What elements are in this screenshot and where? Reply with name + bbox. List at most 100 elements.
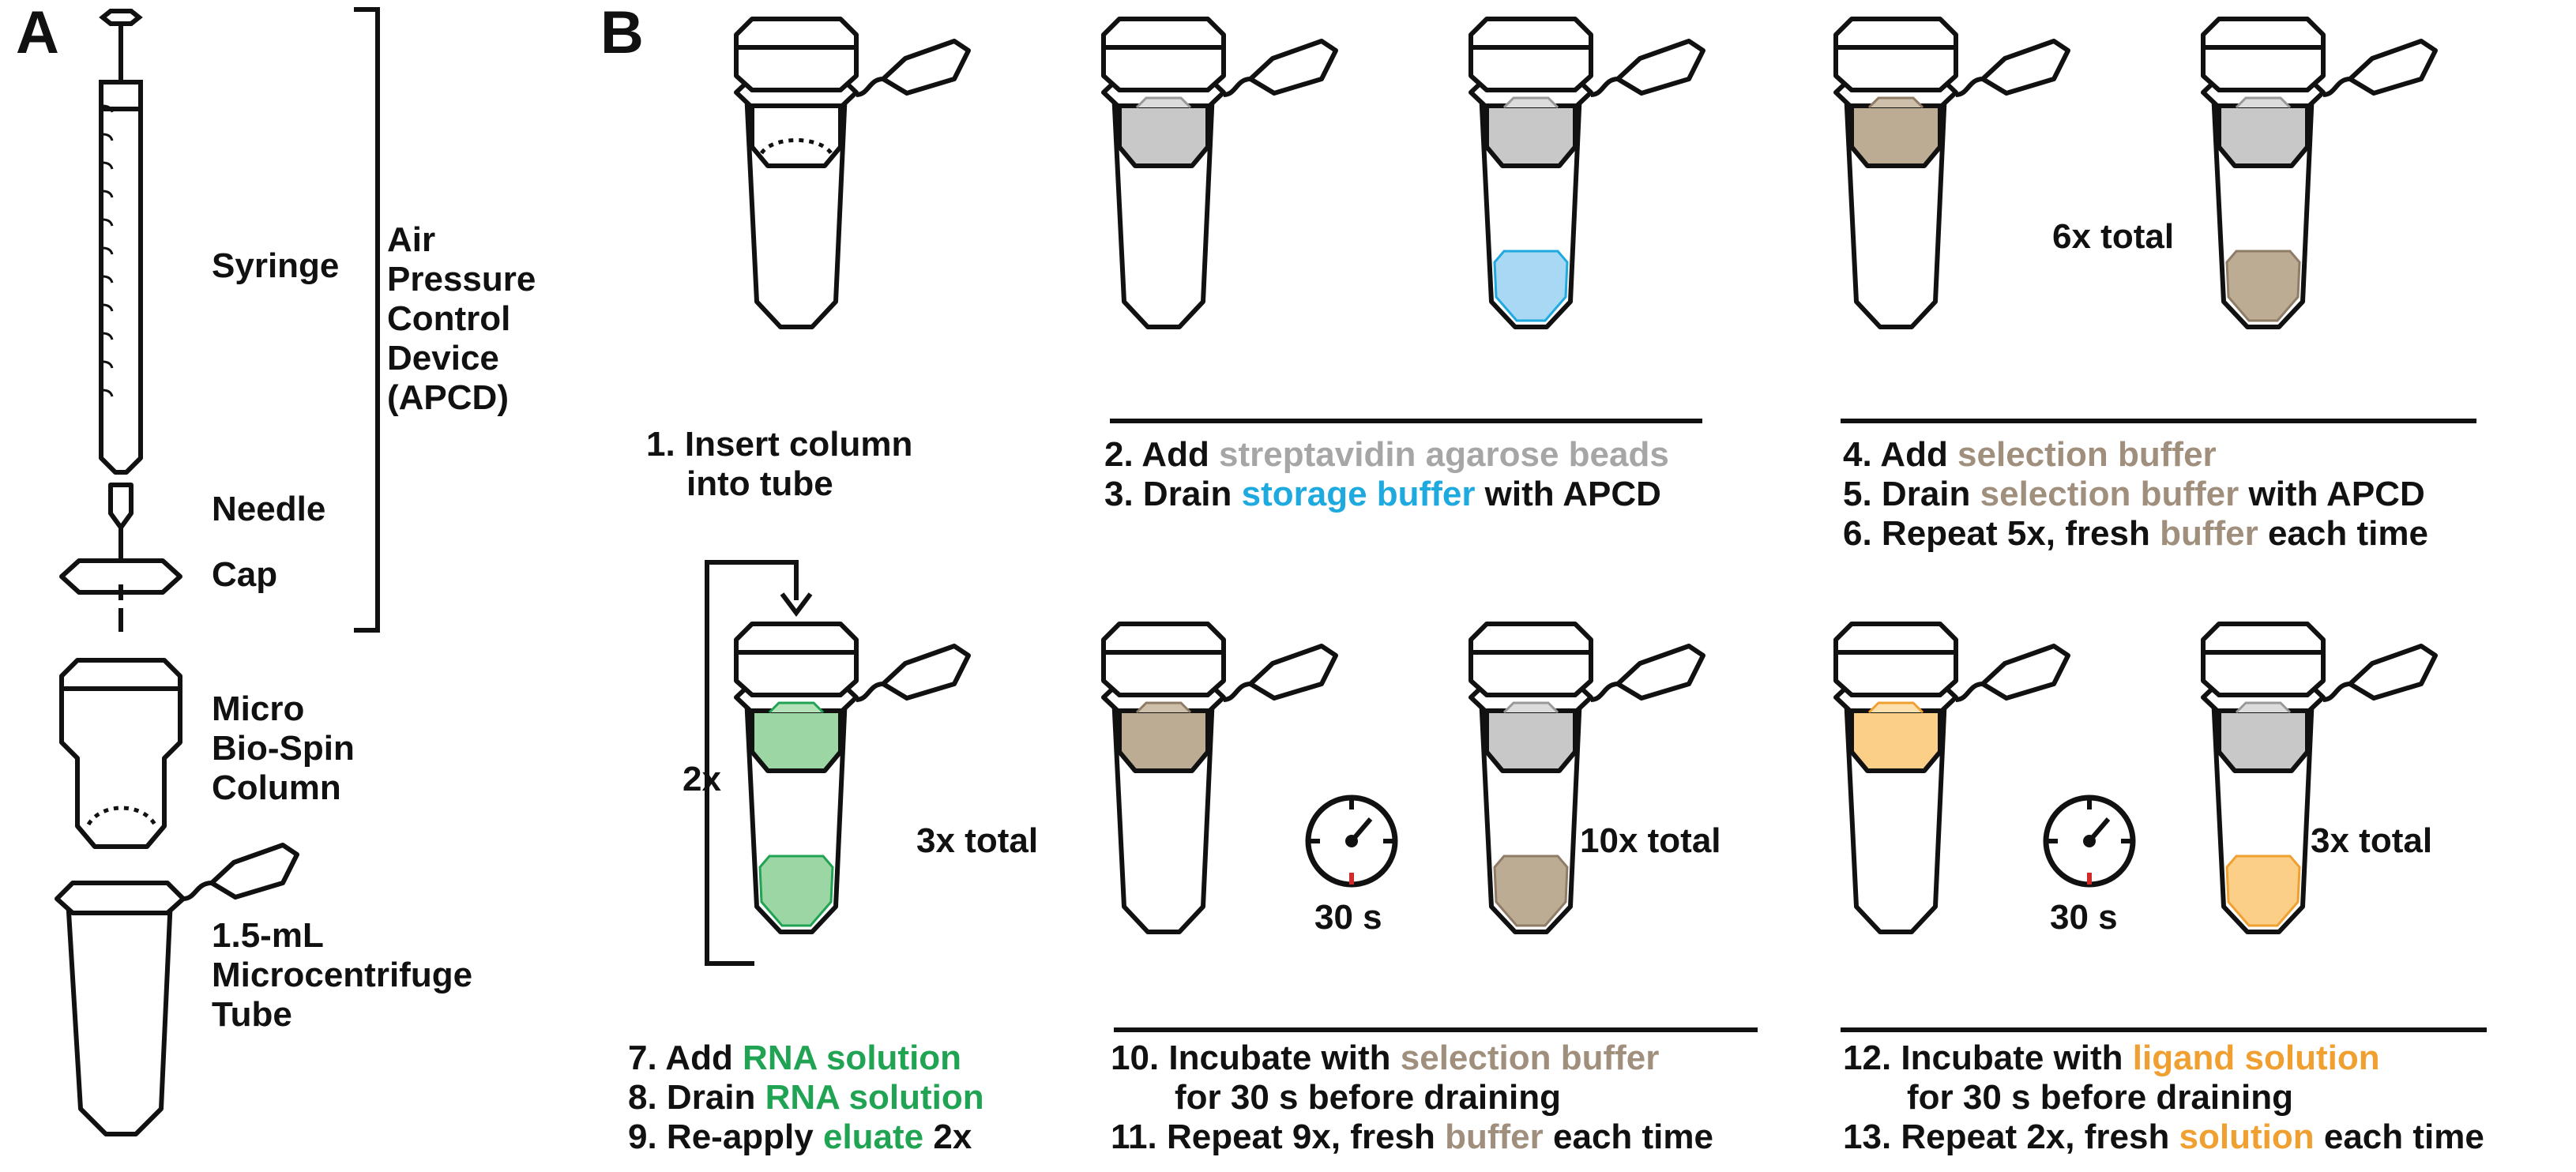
tube-hinge (2322, 77, 2351, 97)
column-bed (2217, 103, 2310, 168)
step4-assembly (1833, 17, 2070, 329)
tube-label-line: Microcentrifuge (212, 956, 473, 994)
step-10-caption: 10. Incubate with selection buffer (1111, 1039, 1659, 1078)
step-highlight-storage-buffer: storage buffer (1241, 475, 1476, 513)
barrel-graduation (102, 104, 114, 113)
column-bed-surface (2235, 96, 2292, 109)
panel-label-a: A (16, 0, 59, 66)
syringe-barrel (99, 80, 143, 475)
timer-label-2: 30 s (2050, 898, 2118, 937)
apcd-line: Device (387, 339, 499, 378)
tube-cap-tab (2348, 644, 2438, 701)
tube-cap-tab (1980, 39, 2070, 96)
plunger-head (99, 80, 143, 111)
barrel-graduation (102, 190, 114, 198)
tube-cap-tab (209, 843, 299, 900)
column-bed-surface (1502, 701, 1559, 714)
column-label-line: Bio-Spin (212, 729, 355, 768)
barrel-graduation (102, 218, 114, 227)
step-text: 3. Drain (1104, 475, 1242, 513)
step-2-caption: 2. Add streptavidin agarose beads (1104, 435, 1669, 475)
tube-cap-tab (1248, 39, 1338, 96)
barrel-graduation (102, 332, 114, 340)
step3-assembly (1469, 17, 1705, 329)
tube-hinge (1223, 682, 1251, 702)
column-reservoir (734, 622, 859, 697)
apcd-line: Air (387, 220, 436, 259)
step-text: 12. Incubate with (1843, 1039, 2133, 1077)
column-label-line: Column (212, 768, 341, 807)
tube-cap-tab (881, 39, 971, 96)
step11-assembly (1469, 622, 1705, 934)
loop-count-label: 2x (683, 760, 721, 798)
column-reservoir (1469, 17, 1593, 92)
step-11-caption: 11. Repeat 9x, fresh buffer each time (1111, 1118, 1713, 1157)
step-text: with APCD (1475, 475, 1661, 513)
step-10-caption-line2: for 30 s before draining (1175, 1078, 1561, 1117)
tube-hinge (1955, 682, 1984, 702)
syringe-drawing (59, 7, 380, 633)
timer-label-1: 30 s (1314, 898, 1382, 937)
column-reservoir (734, 17, 859, 92)
tube-cap-tab (1980, 644, 2070, 701)
step-text: with APCD (2239, 475, 2425, 513)
repeat-count-10x: 10x total (1580, 821, 1721, 860)
step-text: 10. Incubate with (1111, 1039, 1401, 1077)
stopwatch-icon (1305, 794, 1398, 888)
step-highlight-rna: RNA solution (743, 1039, 962, 1077)
step13-assembly (2201, 622, 2438, 934)
step-highlight-buffer: buffer (2160, 514, 2258, 553)
step-12-caption: 12. Incubate with ligand solution (1843, 1039, 2380, 1078)
repeat-count-3x-ligand: 3x total (2311, 821, 2433, 860)
step-9-caption: 9. Re-apply eluate 2x (628, 1118, 972, 1157)
tube-hinge (1590, 77, 1619, 97)
step-highlight-selection-buffer: selection buffer (1980, 475, 2239, 513)
step-text: 7. Add (628, 1039, 743, 1077)
step-text: each time (2258, 514, 2428, 553)
step-text: 6. Repeat 5x, fresh (1843, 514, 2160, 553)
column-reservoir (2201, 622, 2326, 697)
step-12-caption-line2: for 30 s before draining (1907, 1078, 2293, 1117)
needle-hub (108, 483, 134, 530)
tube-cap-tab (881, 644, 971, 701)
step12-assembly (1833, 622, 2070, 934)
column-bed (1849, 103, 1942, 168)
needle-label: Needle (212, 490, 326, 528)
column-reservoir (1101, 17, 1226, 92)
column-label-line: Micro (212, 689, 305, 728)
tube-hinge (856, 77, 884, 97)
barrel-graduation (102, 389, 114, 397)
microcentrifuge-tube-drawing (55, 843, 299, 1136)
step-text: 9. Re-apply (628, 1118, 823, 1156)
column-bed (2217, 708, 2310, 773)
column-bed (1117, 103, 1210, 168)
stopwatch-pivot (2083, 835, 2096, 847)
panel-label-b: B (600, 0, 644, 66)
tube-hinge (2322, 682, 2351, 702)
column-reservoir (1833, 17, 1958, 92)
column-bed (1849, 708, 1942, 773)
step-text: 2x (923, 1118, 972, 1156)
apcd-line: Control (387, 299, 511, 338)
column-bed (750, 103, 843, 168)
tube-rim (55, 881, 186, 915)
step-text: 11. Repeat 9x, fresh (1111, 1118, 1446, 1156)
repeat-count-3x-rna: 3x total (916, 821, 1039, 860)
column-reservoir (2201, 17, 2326, 92)
step5-assembly (2201, 17, 2438, 329)
column-reservoir (1833, 622, 1958, 697)
barrel-graduation (102, 360, 114, 369)
column-body (59, 658, 182, 849)
tube-body (66, 896, 173, 1136)
repeat-count-6x: 6x total (2052, 217, 2175, 256)
apcd-line: Pressure (387, 260, 536, 299)
step-highlight-beads: streptavidin agarose beads (1219, 435, 1669, 474)
tube-hinge (1955, 77, 1984, 97)
column-bed (1484, 103, 1578, 168)
stopwatch-pivot (1345, 835, 1358, 847)
cap-shape (59, 558, 182, 595)
step-highlight-ligand: ligand solution (2132, 1039, 2380, 1077)
step-highlight-buffer: buffer (1445, 1118, 1544, 1156)
column-bed-surface (1135, 701, 1192, 714)
